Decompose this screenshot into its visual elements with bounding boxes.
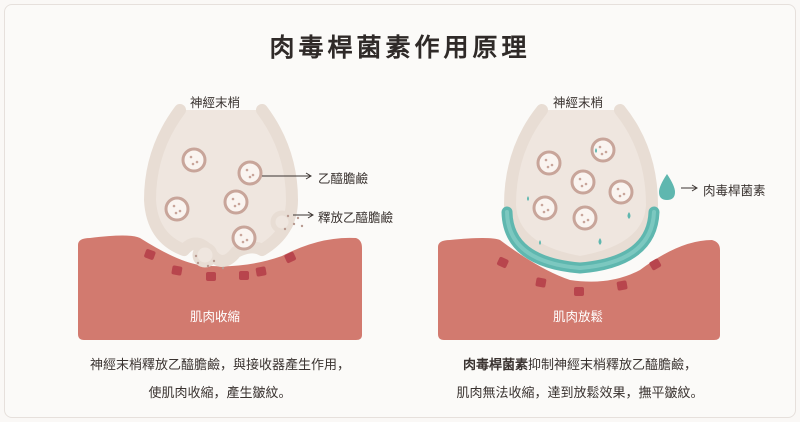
left-nerve-label: 神經末梢 — [190, 95, 241, 110]
toxin-drop-icon — [659, 174, 675, 200]
left-receptors — [144, 249, 296, 281]
left-caption-line1: 神經末梢釋放乙醯膽鹼，與接收器產生作用， — [89, 358, 350, 373]
diagram-frame — [4, 4, 796, 418]
left-ach-label: 乙醯膽鹼 — [318, 171, 369, 186]
left-release-label: 釋放乙醯膽鹼 — [318, 210, 394, 225]
right-toxin-droplets — [527, 148, 631, 245]
right-caption-bold: 肉毒桿菌素 — [462, 358, 528, 373]
right-caption-line2: 肌肉無法收縮，達到放鬆效果，撫平皺紋。 — [456, 386, 704, 401]
right-receptors — [497, 256, 662, 296]
left-caption-line2: 使肌肉收縮，產生皺紋。 — [148, 386, 292, 401]
right-nerve-label: 神經末梢 — [553, 95, 604, 110]
left-caption: 神經末梢釋放乙醯膽鹼，與接收器產生作用， 使肌肉收縮，產生皺紋。 — [40, 352, 400, 408]
right-caption-line1: 肉毒桿菌素抑制神經末梢釋放乙醯膽鹼， — [400, 352, 760, 380]
left-vesicles — [164, 147, 263, 251]
right-vesicle-dots — [540, 145, 626, 224]
right-vesicles — [532, 137, 634, 231]
left-vesicle-dots — [172, 155, 255, 244]
right-caption: 肉毒桿菌素抑制神經末梢釋放乙醯膽鹼， 肌肉無法收縮，達到放鬆效果，撫平皺紋。 — [400, 352, 760, 408]
left-muscle-label: 肌肉收縮 — [190, 309, 241, 324]
left-nerve-terminal — [144, 104, 298, 267]
left-released-ach — [194, 214, 304, 270]
page-title: 肉毒桿菌素作用原理 — [269, 33, 531, 62]
right-caption-line1-rest: 抑制神經末梢釋放乙醯膽鹼， — [528, 358, 698, 373]
right-muscle-label: 肌肉放鬆 — [553, 309, 604, 324]
right-toxin-label: 肉毒桿菌素 — [703, 183, 766, 198]
